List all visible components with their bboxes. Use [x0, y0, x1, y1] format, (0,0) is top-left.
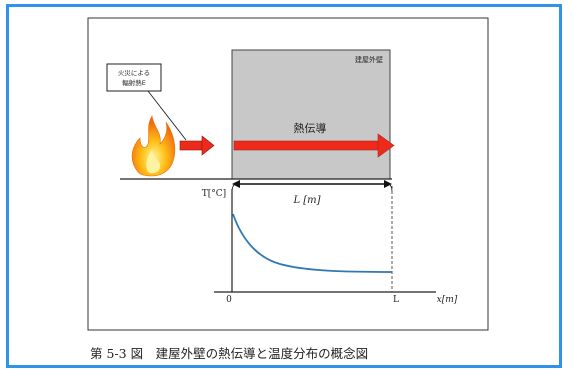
wall-label: 建屋外壁	[355, 55, 383, 64]
origin-label: 0	[226, 295, 232, 305]
temperature-axis-label: T[°C]	[202, 189, 226, 199]
radiant-heat-arrow	[179, 135, 215, 156]
fire-icon	[131, 115, 176, 177]
callout-line-1: 火災による	[118, 69, 150, 77]
wall-end-label: L	[393, 295, 399, 305]
heat-conduction-label: 熱伝導	[294, 121, 327, 135]
figure-caption: 第 5-3 図 建屋外壁の熱伝導と温度分布の概念図	[90, 346, 368, 361]
heat-conduction-arrow	[233, 133, 395, 158]
callout-line-2: 輻射熱E	[122, 78, 146, 87]
length-label: L [m]	[292, 195, 320, 206]
x-axis-label: x[m]	[437, 295, 458, 305]
outer-wall-block	[231, 49, 391, 180]
callout-box	[106, 63, 162, 92]
temperature-distribution-curve	[232, 213, 393, 273]
callout-leader-line	[147, 90, 187, 141]
